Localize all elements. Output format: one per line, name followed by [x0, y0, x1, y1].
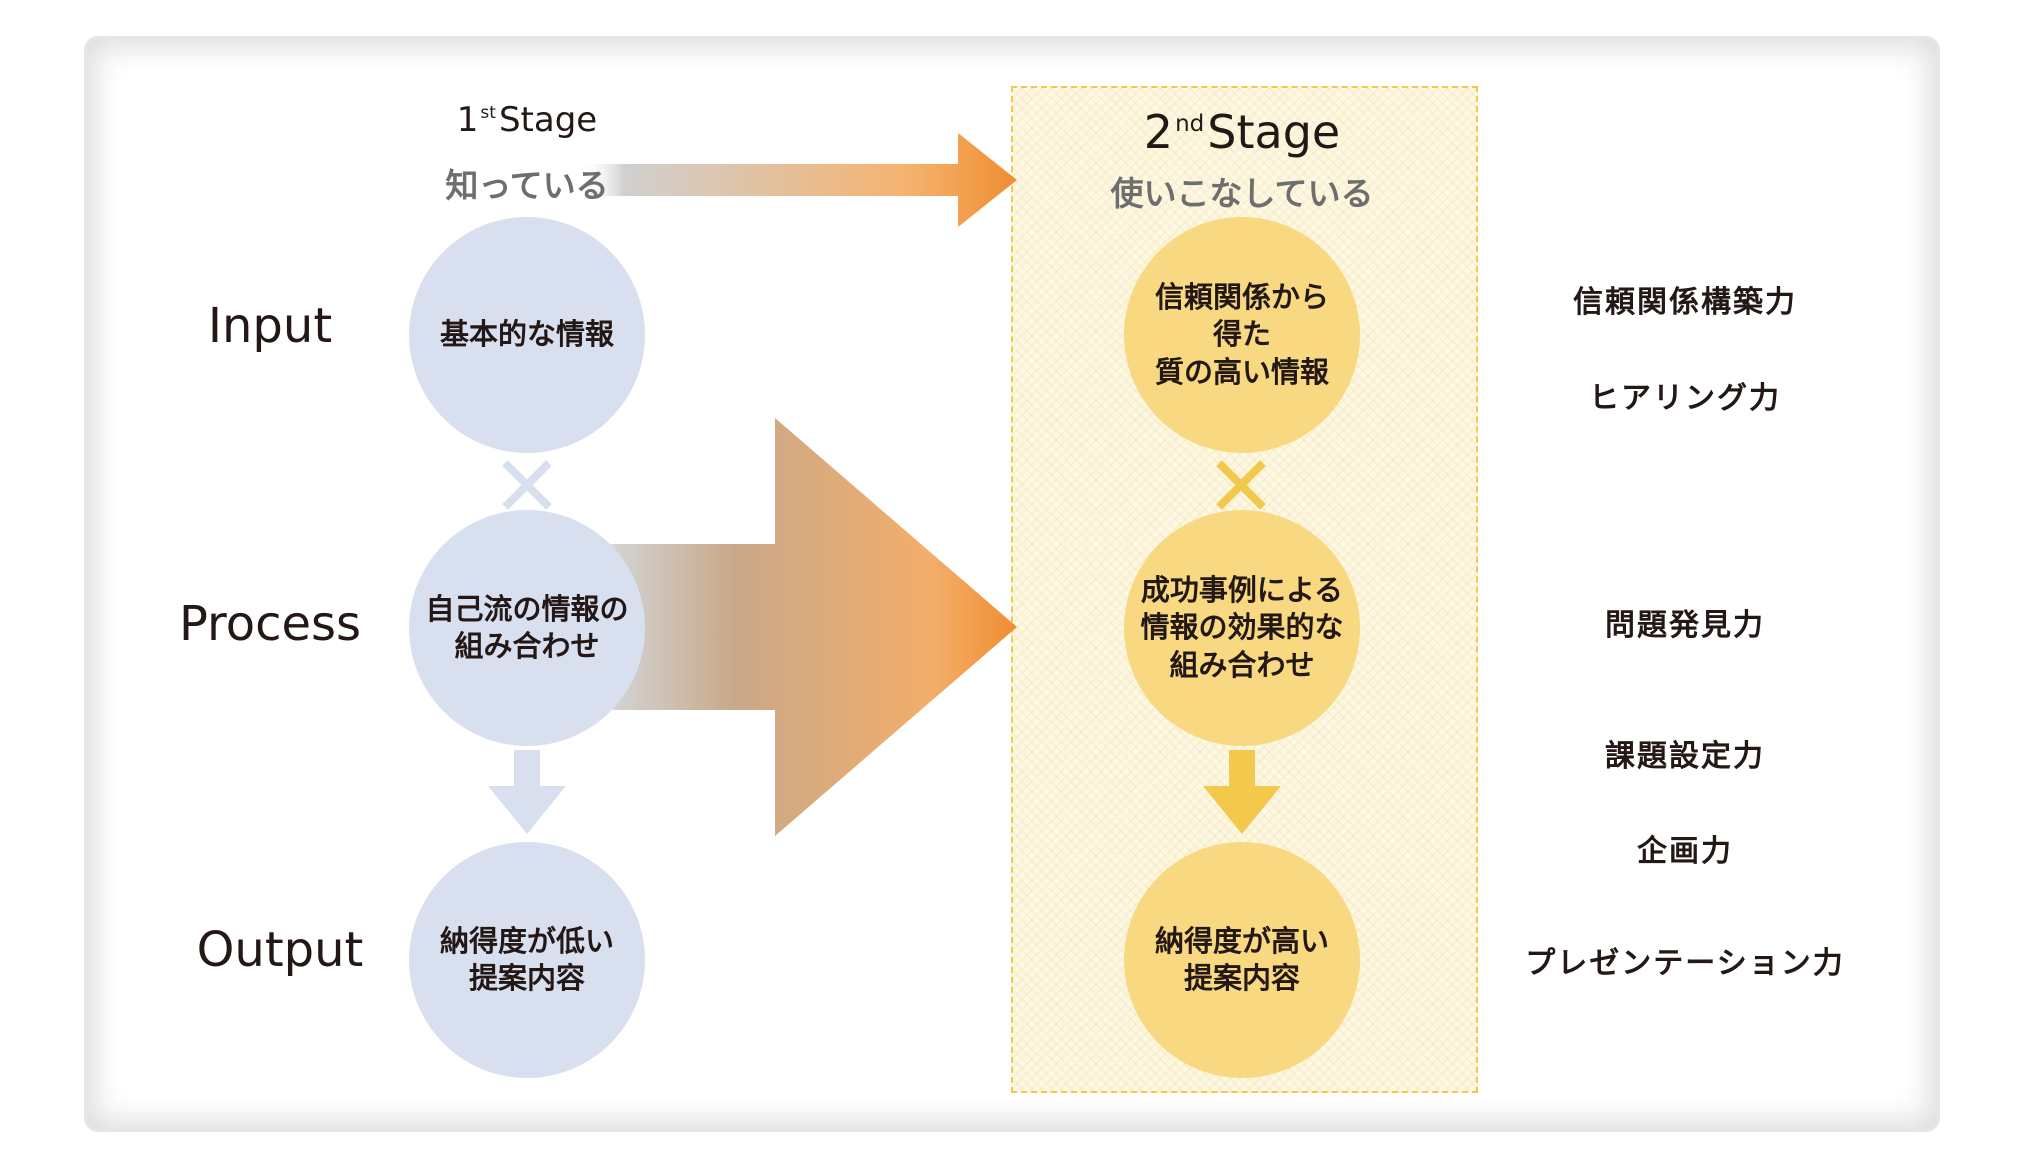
skill-hearing: ヒアリング力: [1589, 381, 1781, 416]
stage1-process-circle: 自己流の情報の 組み合わせ: [409, 510, 645, 746]
row-label-input: Input: [207, 298, 333, 354]
stage2-process-circle: 成功事例による 情報の効果的な 組み合わせ: [1124, 510, 1360, 746]
stage2-input-circle: 信頼関係から 得た 質の高い情報: [1124, 217, 1360, 453]
stage2-multiply-icon: [1216, 460, 1266, 510]
stage1-multiply-icon: [502, 460, 552, 510]
stage1-subtitle: 知っている: [445, 166, 609, 205]
stage2-subtitle: 使いこなしている: [1110, 174, 1374, 213]
stage1-output-circle: 納得度が低い 提案内容: [409, 842, 645, 1078]
skill-presentation: プレゼンテーション力: [1525, 946, 1845, 981]
row-label-process: Process: [178, 596, 362, 652]
skill-issue-setting: 課題設定力: [1605, 739, 1765, 774]
skill-problem-finding: 問題発見力: [1605, 608, 1765, 643]
stage2-title: 2ndStage: [1143, 105, 1341, 159]
stage-arrow-top: [580, 133, 1017, 227]
row-label-output: Output: [196, 922, 364, 978]
stage1-down-arrow-icon: [488, 750, 566, 834]
skill-trust-building: 信頼関係構築力: [1573, 285, 1797, 320]
stage2-down-arrow-icon: [1203, 750, 1281, 834]
stage-arrow-process: [580, 418, 1017, 836]
skill-planning: 企画力: [1637, 834, 1733, 869]
stage1-input-circle: 基本的な情報: [409, 217, 645, 453]
stage2-output-circle: 納得度が高い 提案内容: [1124, 842, 1360, 1078]
